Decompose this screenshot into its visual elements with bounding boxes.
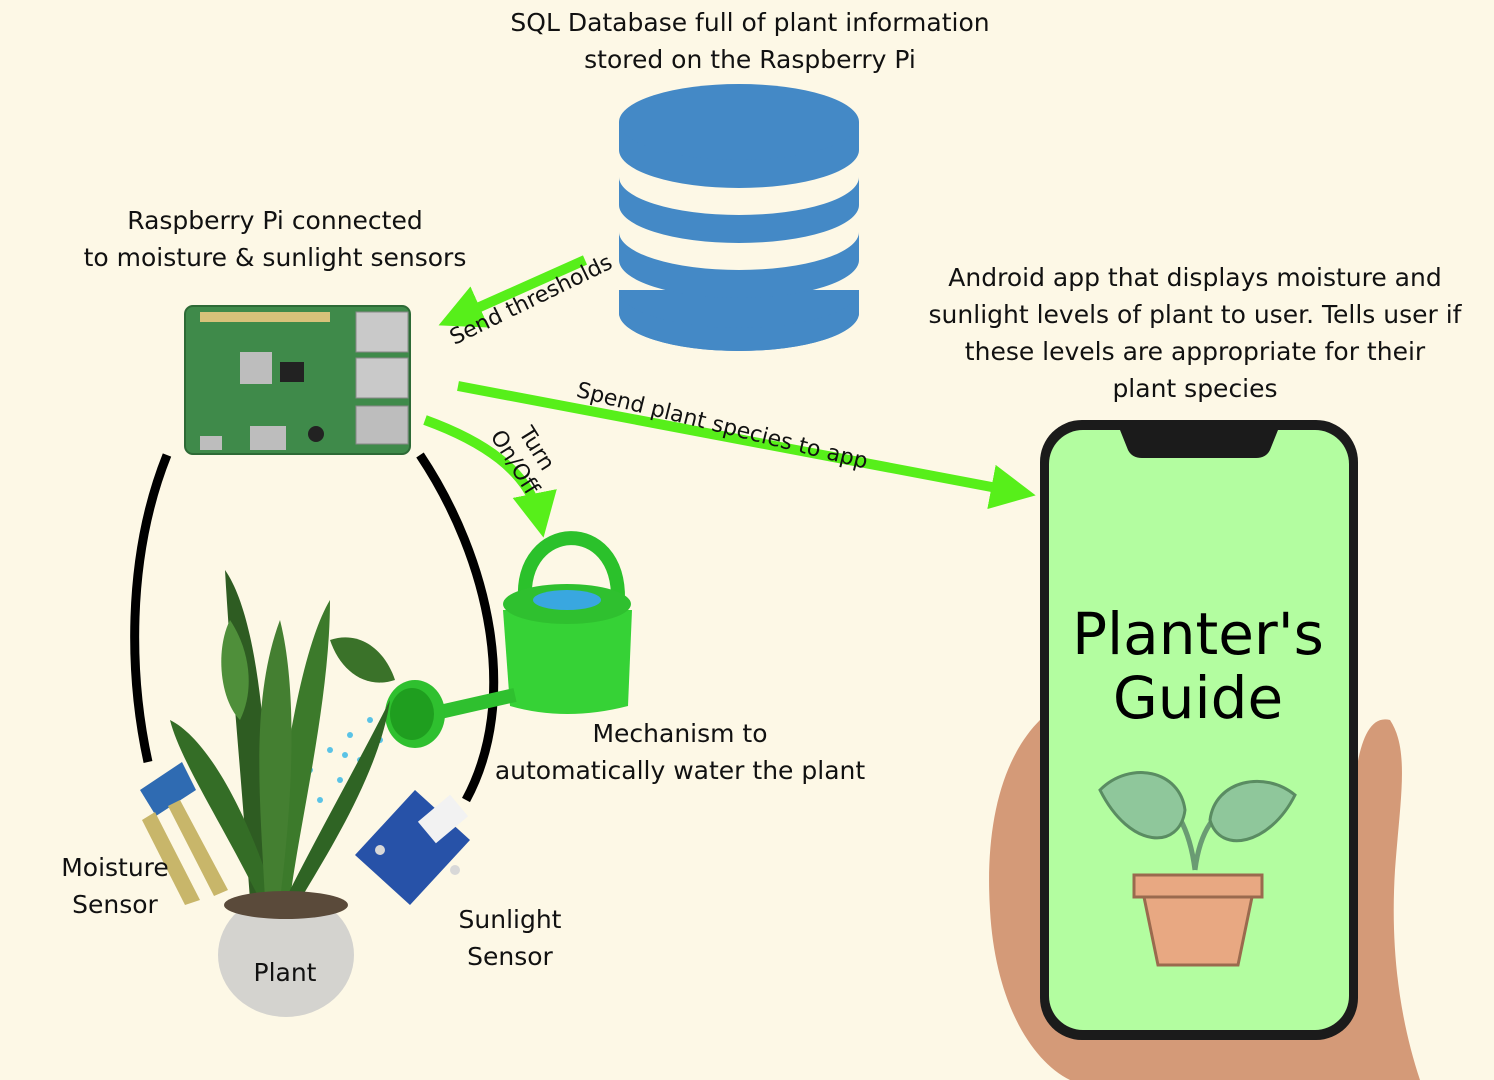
raspberry-pi-label: Raspberry Pi connected to moisture & sun…: [83, 206, 467, 272]
moisture-sensor-icon: [140, 762, 228, 905]
raspberry-pi-icon: [184, 305, 411, 455]
watering-can-icon: [385, 531, 632, 748]
database-icon: [619, 84, 859, 351]
mechanism-label: Mechanism to automatically water the pla…: [494, 719, 866, 785]
database-label: SQL Database full of plant information s…: [510, 8, 990, 74]
turn-on-off-arrow: [423, 415, 557, 538]
sunlight-sensor-icon: [355, 790, 470, 905]
sunlight-sensor-label: Sunlight Sensor: [458, 905, 562, 971]
app-title: Planter's Guide: [1072, 600, 1324, 732]
plant-species-arrow: [457, 381, 1036, 510]
sunlight-wire: [416, 452, 499, 803]
moisture-wire: [130, 453, 172, 763]
phone-icon: [1040, 420, 1358, 1040]
send-thresholds-arrow: [438, 255, 588, 328]
moisture-sensor-label: Moisture Sensor: [61, 853, 169, 919]
plant-label: Plant: [253, 958, 317, 987]
plant-icon: [170, 570, 395, 1017]
android-app-label: Android app that displays moisture and s…: [928, 263, 1462, 403]
